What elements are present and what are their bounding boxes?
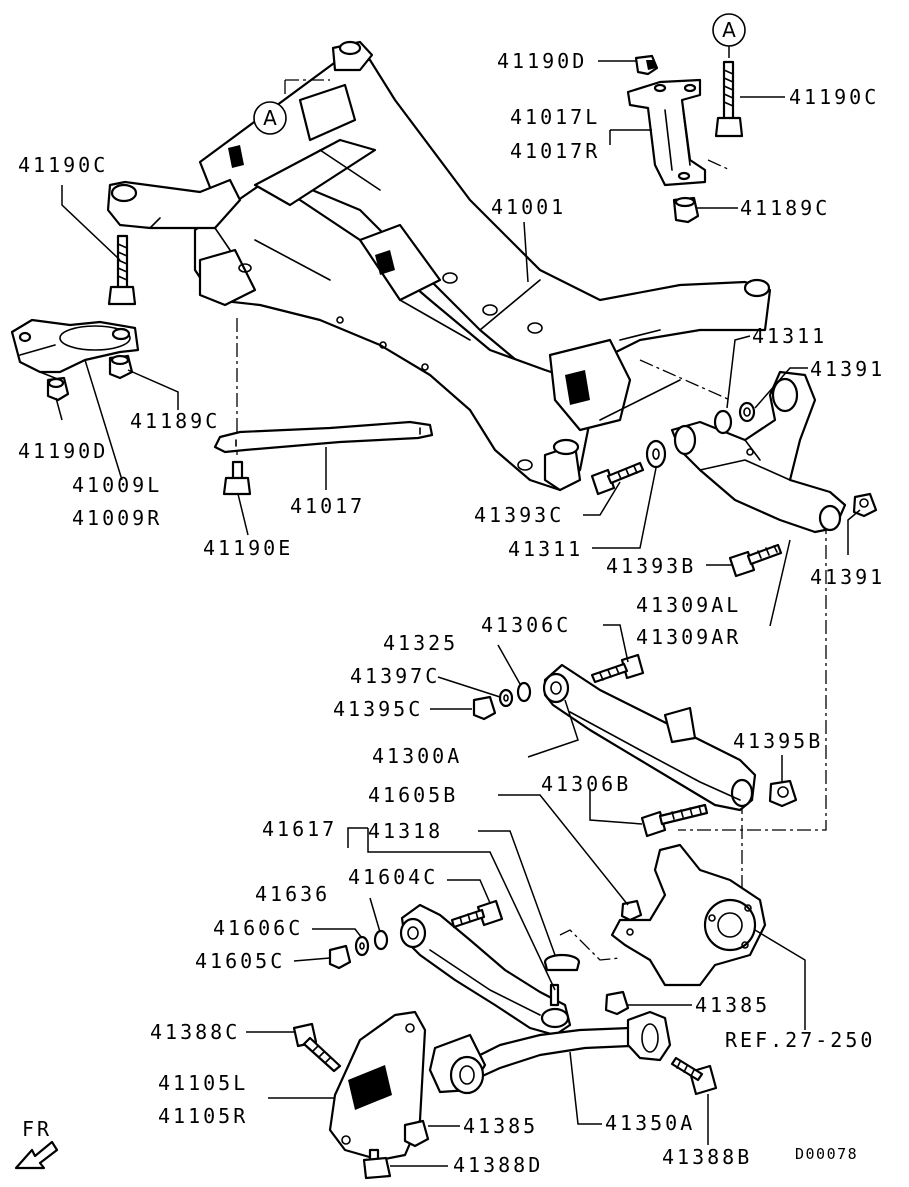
washer-41325 bbox=[516, 681, 532, 703]
label-41617: 41617 bbox=[262, 817, 337, 841]
label-41309AL: 41309AL bbox=[636, 593, 741, 617]
label-41391-top: 41391 bbox=[810, 357, 885, 381]
label-41001: 41001 bbox=[491, 195, 566, 219]
bolt-41393C bbox=[590, 461, 645, 496]
label-41385-right: 41385 bbox=[695, 993, 770, 1017]
nut-41385-right bbox=[604, 990, 630, 1016]
label-diagram-code: D00078 bbox=[795, 1145, 858, 1163]
label-41306C: 41306C bbox=[481, 613, 571, 637]
label-41309AR: 41309AR bbox=[636, 625, 741, 649]
link-41617 bbox=[399, 903, 572, 1037]
label-41391-mid: 41391 bbox=[810, 565, 885, 589]
label-41300A: 41300A bbox=[372, 744, 462, 768]
label-41636: 41636 bbox=[255, 882, 330, 906]
bushing-41391-top bbox=[738, 401, 756, 423]
bolt-41388C bbox=[292, 1022, 342, 1073]
bolt-41190C-left bbox=[107, 234, 137, 306]
lower-arm-41300A bbox=[542, 663, 757, 812]
ref-line-A-left bbox=[284, 79, 330, 95]
label-41189C-left: 41189C bbox=[130, 409, 220, 433]
label-41388D: 41388D bbox=[453, 1153, 543, 1177]
ref-line-right-bracket bbox=[707, 159, 731, 171]
label-41604C: 41604C bbox=[348, 865, 438, 889]
nut-41190D-left bbox=[46, 376, 70, 402]
label-41190C-left: 41190C bbox=[18, 153, 108, 177]
label-41311-top: 41311 bbox=[752, 324, 827, 348]
ref-marker-A-left: A bbox=[253, 101, 287, 135]
label-41388C: 41388C bbox=[150, 1020, 240, 1044]
label-41105L: 41105L bbox=[158, 1071, 248, 1095]
label-41605B: 41605B bbox=[368, 783, 458, 807]
label-41190E: 41190E bbox=[203, 536, 293, 560]
knuckle-ref-27-250 bbox=[610, 843, 767, 987]
label-41190C-right: 41190C bbox=[789, 85, 879, 109]
bracket-41105LR bbox=[328, 1010, 487, 1162]
nut-41605C bbox=[328, 944, 352, 970]
label-41190D-left: 41190D bbox=[18, 439, 108, 463]
ref-marker-A-top: A bbox=[712, 13, 746, 58]
label-41606C: 41606C bbox=[213, 916, 303, 940]
label-41395B: 41395B bbox=[733, 729, 823, 753]
label-41017: 41017 bbox=[290, 494, 365, 518]
nut-41189C-left bbox=[108, 354, 134, 380]
label-41388B: 41388B bbox=[662, 1145, 752, 1169]
bolt-41190E bbox=[222, 460, 252, 496]
label-41395C: 41395C bbox=[333, 697, 423, 721]
bolt-41388B bbox=[670, 1056, 718, 1096]
bushing-41318 bbox=[543, 953, 581, 972]
label-41306B: 41306B bbox=[541, 772, 631, 796]
nut-41189C-right bbox=[672, 196, 700, 224]
bolt-41604C bbox=[450, 899, 504, 929]
nut-41395B bbox=[768, 779, 798, 808]
label-41397C: 41397C bbox=[350, 664, 440, 688]
svg-text:A: A bbox=[263, 106, 277, 130]
label-41017R: 41017R bbox=[510, 139, 600, 163]
nut-41395C bbox=[472, 695, 497, 721]
nut-41605B bbox=[620, 899, 643, 922]
label-41393C: 41393C bbox=[474, 503, 564, 527]
upper-arm-41309ALR bbox=[670, 370, 847, 534]
label-41190D-top: 41190D bbox=[497, 49, 587, 73]
label-41009R: 41009R bbox=[72, 506, 162, 530]
bolt-41190C-right bbox=[714, 60, 744, 138]
washer-41311-mid bbox=[645, 439, 667, 469]
label-41105R: 41105R bbox=[158, 1104, 248, 1128]
front-direction-arrow bbox=[14, 1140, 59, 1170]
svg-text:A: A bbox=[722, 18, 736, 42]
label-41189C-right: 41189C bbox=[740, 196, 830, 220]
bolt-41393B bbox=[728, 543, 783, 578]
nut-41385-bottom bbox=[403, 1119, 430, 1148]
label-41605C: 41605C bbox=[195, 949, 285, 973]
label-ref-27-250: REF.27-250 bbox=[725, 1028, 875, 1052]
mount-41009LR bbox=[10, 318, 140, 381]
spacer-41606C bbox=[354, 935, 370, 957]
nut-41190D-top bbox=[634, 54, 659, 76]
bushing-41311-top bbox=[713, 409, 733, 435]
label-41350A: 41350A bbox=[605, 1111, 695, 1135]
stabilizer-41350A bbox=[468, 1010, 672, 1080]
bracket-41017LR bbox=[626, 78, 707, 187]
label-fr: FR bbox=[22, 1117, 52, 1141]
washer-41636 bbox=[373, 929, 389, 951]
label-41017L: 41017L bbox=[510, 105, 600, 129]
label-41393B: 41393B bbox=[606, 554, 696, 578]
label-41318: 41318 bbox=[368, 819, 443, 843]
leader-lines bbox=[55, 60, 861, 1167]
crossmember-41001 bbox=[106, 40, 772, 492]
part-labels: 41190D 41190C 41017L 41017R 41189C 41001… bbox=[18, 49, 885, 1177]
spacer-41397C bbox=[498, 688, 514, 708]
label-41385-bottom: 41385 bbox=[463, 1114, 538, 1138]
ref-line-crossmember-arm bbox=[639, 359, 731, 401]
ref-line-arm-knuckle bbox=[678, 520, 827, 831]
bolt-41306C bbox=[590, 653, 645, 684]
bolt-41388D bbox=[362, 1148, 392, 1180]
label-41009L: 41009L bbox=[72, 473, 162, 497]
label-41311-mid: 41311 bbox=[508, 537, 583, 561]
label-41325: 41325 bbox=[383, 631, 458, 655]
bolt-41306B bbox=[640, 803, 709, 838]
stay-41017 bbox=[213, 420, 434, 454]
ref-line-trailing-arm bbox=[559, 929, 621, 961]
